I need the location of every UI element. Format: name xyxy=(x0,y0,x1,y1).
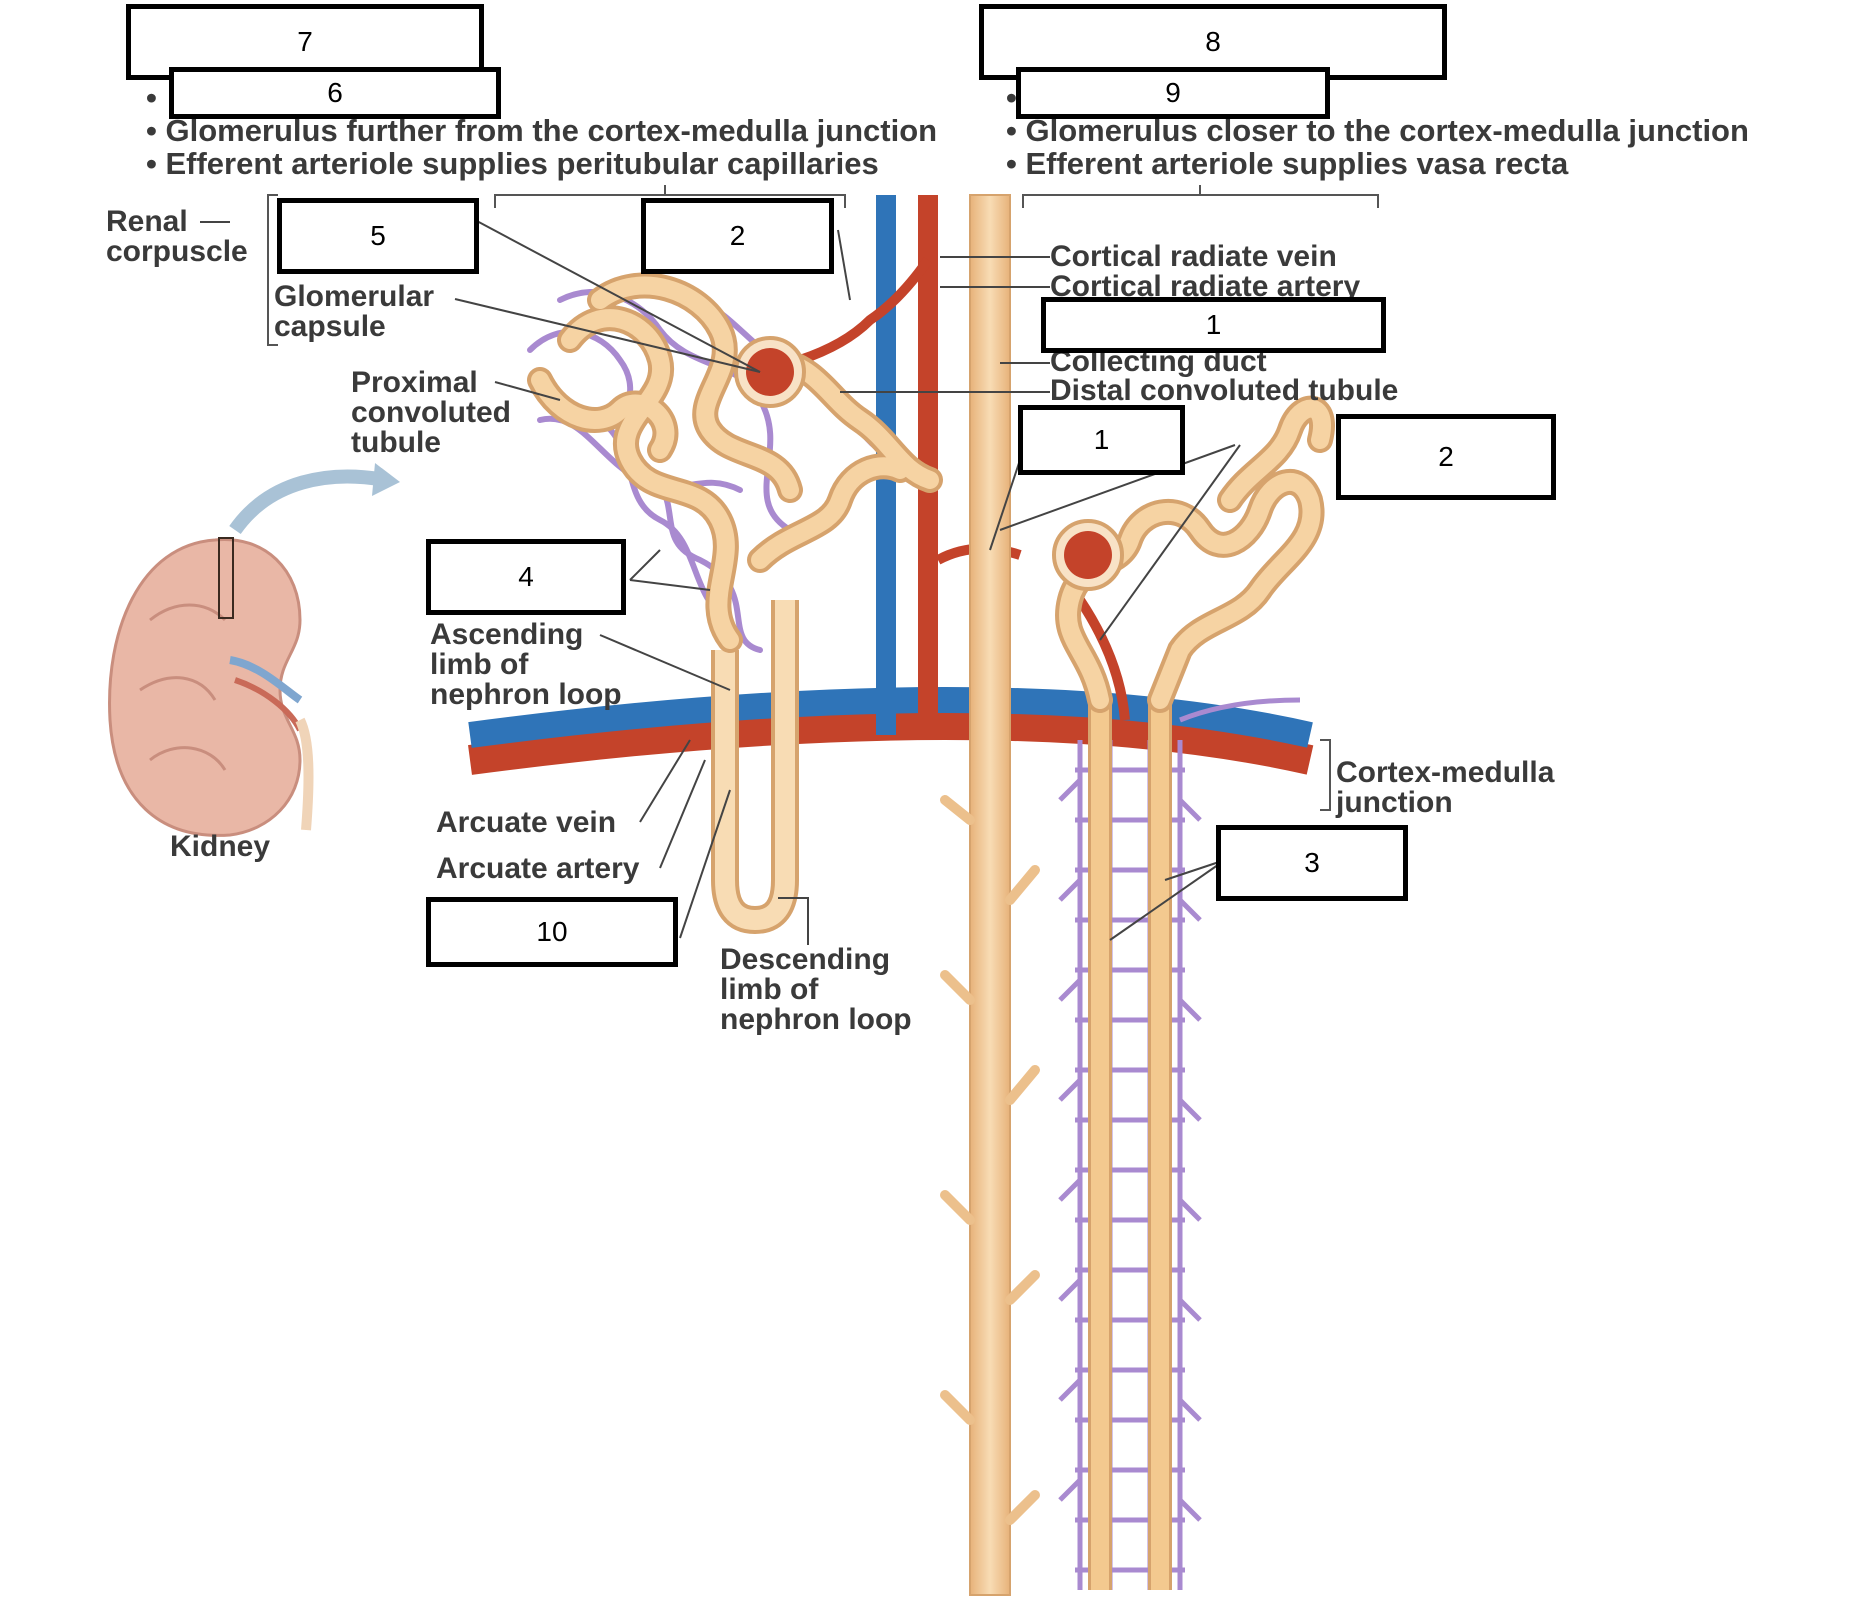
cortical-nephron-loop xyxy=(711,600,799,935)
label-descending-1: Descending xyxy=(720,943,891,976)
label-junction: junction xyxy=(1336,786,1453,819)
juxtamedullary-loop xyxy=(1088,700,1172,1590)
label-distal-convoluted-tubule: Distal convoluted tubule xyxy=(1050,374,1399,407)
glomeruli xyxy=(734,336,1124,591)
answer-box-2-right[interactable]: 2 xyxy=(1336,414,1556,500)
label-descending-2: limb of xyxy=(720,973,819,1006)
bullet-right-dot: • xyxy=(1006,80,1017,115)
label-ascending-3: nephron loop xyxy=(430,678,622,711)
answer-box-2-top[interactable]: 2 xyxy=(641,198,834,274)
arcuate-vessels xyxy=(468,687,1314,775)
leader-lines xyxy=(200,219,1241,945)
label-kidney: Kidney xyxy=(170,830,271,863)
label-descending-3: nephron loop xyxy=(720,1003,912,1036)
label-corpuscle: corpuscle xyxy=(106,235,248,268)
label-cortex-medulla: Cortex-medulla xyxy=(1336,756,1555,789)
label-ascending-2: limb of xyxy=(430,648,529,681)
bullet-left-dot: • xyxy=(146,80,157,115)
collecting-duct xyxy=(940,194,1040,1596)
answer-box-1-top[interactable]: 1 xyxy=(1041,297,1386,353)
juxtamedullary-tubules xyxy=(1055,395,1335,713)
bullet-juxtamedullary-efferent: • Efferent arteriole supplies vasa recta xyxy=(1006,146,1569,181)
cortical-nephron-tubules xyxy=(527,272,943,653)
label-convoluted: convoluted xyxy=(351,396,512,429)
label-arcuate-vein: Arcuate vein xyxy=(436,806,617,839)
label-glomerular: Glomerular xyxy=(274,280,435,313)
answer-box-1-mid[interactable]: 1 xyxy=(1018,405,1185,475)
answer-box-4[interactable]: 4 xyxy=(426,539,626,615)
label-proximal: Proximal xyxy=(351,366,478,399)
label-ascending-1: Ascending xyxy=(430,618,584,651)
answer-box-3[interactable]: 3 xyxy=(1216,825,1408,901)
bullet-cortical-glomerulus: • Glomerulus further from the cortex-med… xyxy=(146,113,938,148)
answer-box-6[interactable]: 6 xyxy=(169,67,501,119)
label-arcuate-artery: Arcuate artery xyxy=(436,852,640,885)
answer-box-9[interactable]: 9 xyxy=(1016,67,1330,119)
kidney-icon xyxy=(108,463,400,837)
label-tubule: tubule xyxy=(351,426,441,459)
bullet-cortical-efferent: • Efferent arteriole supplies peritubula… xyxy=(146,146,879,181)
bullet-juxtamedullary-glomerulus: • Glomerulus closer to the cortex-medull… xyxy=(1006,113,1749,148)
label-cortical-radiate-vein: Cortical radiate vein xyxy=(1050,240,1337,273)
label-cortical-radiate-artery: Cortical radiate artery xyxy=(1050,270,1361,303)
answer-box-5[interactable]: 5 xyxy=(277,198,479,274)
label-capsule: capsule xyxy=(274,310,386,343)
label-renal: Renal xyxy=(106,205,188,238)
answer-box-10[interactable]: 10 xyxy=(426,897,678,967)
